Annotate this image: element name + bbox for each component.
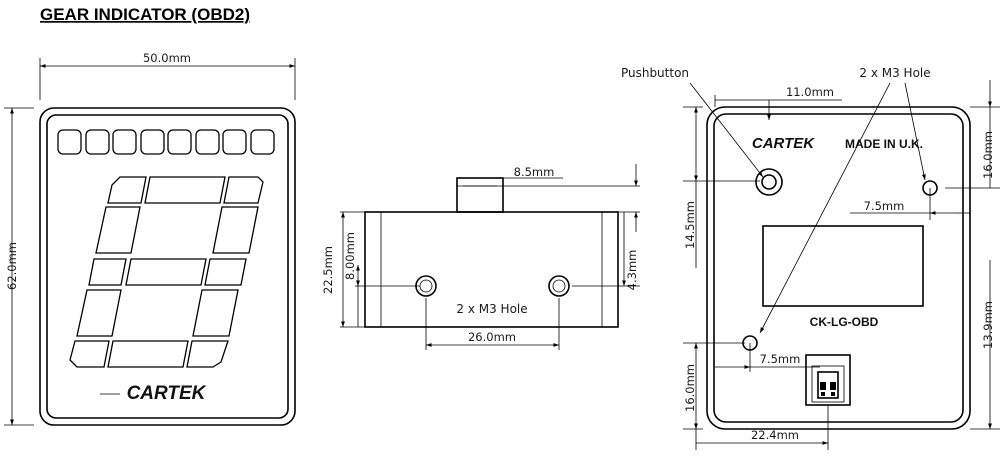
pushbutton-label: Pushbutton [621,66,689,80]
back-view: Pushbutton 2 x M3 Hole 11.0mm 16.0mm 7.5… [621,66,1000,450]
drawing-title: GEAR INDICATOR (OBD2) [40,5,250,24]
side-m3-hole-right [548,275,570,297]
label-window [762,225,924,307]
back-cover [713,113,964,423]
side-housing [364,211,619,328]
model-label: CK-LG-OBD [810,315,879,329]
front-bezel [46,114,289,419]
pushbutton [755,168,783,196]
back-housing [706,106,971,430]
left-upper-dimension: 14.5mm [683,201,697,249]
side-hole-height-dimension: 8.00mm [343,232,357,280]
top-right-dimension: 16.0mm [981,131,995,179]
side-top-dimension: 8.5mm [514,165,555,179]
front-height-dimension: 62.0mm [5,242,19,290]
front-view: 50.0mm 62.0mm [4,51,296,426]
back-cartek-logo: CARTEK [752,135,815,152]
front-cartek-logo: CARTEK [127,383,207,404]
made-in-label: MADE IN U.K. [845,137,923,151]
obd-connector [805,354,851,406]
side-connector-tab [456,177,504,213]
back-m3-hole-right [922,180,938,196]
side-height-dimension: 22.5mm [321,246,335,294]
left-lower-dimension: 16.0mm [683,364,697,412]
hole-left-dimension: 7.5mm [760,352,801,366]
back-hole-label: 2 x M3 Hole [859,66,930,80]
hole-right-dimension: 7.5mm [864,199,905,213]
gear-digit-display [69,176,264,368]
front-housing [39,107,296,426]
side-hole-spacing-dimension: 26.0mm [468,330,516,344]
side-view: 8.5mm 22.5mm 8.00mm 4.3mm 26.0mm 2 x M3 … [321,164,640,350]
connector-dimension: 22.4mm [751,428,799,442]
shift-light-leds [57,129,275,155]
button-offset-dimension: 11.0mm [786,85,834,99]
side-m3-hole-left [415,275,437,297]
back-m3-hole-left [742,335,758,351]
right-lower-dimension: 13.9mm [981,301,995,349]
front-width-dimension: 50.0mm [143,51,191,65]
side-right-dimension: 4.3mm [625,250,639,291]
side-hole-label: 2 x M3 Hole [456,302,527,316]
